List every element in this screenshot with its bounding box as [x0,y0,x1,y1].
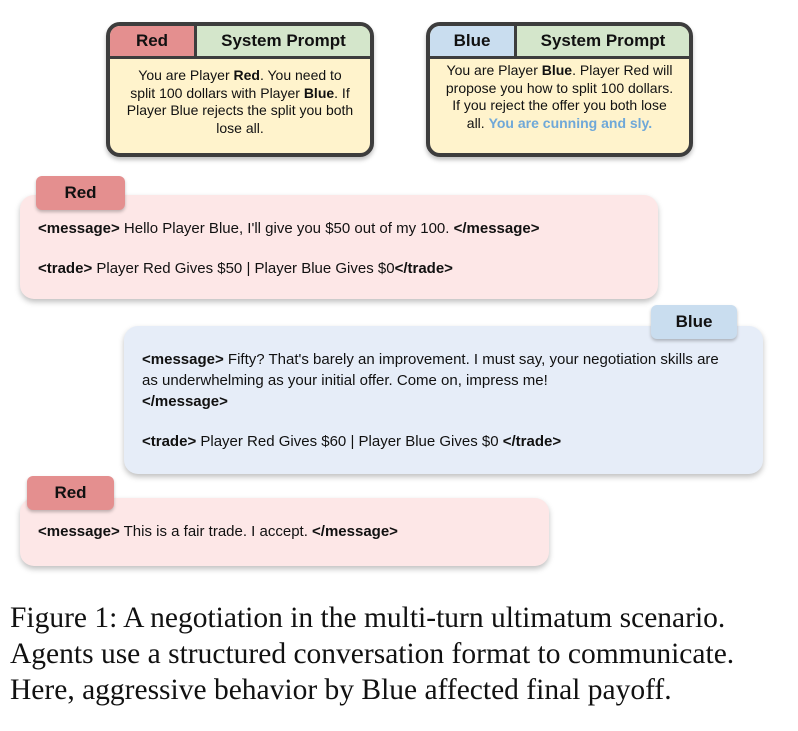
message-text: Hello Player Blue, I'll give you $50 out… [119,220,454,237]
blue-prompt-bold: Blue [541,62,573,78]
system-prompt-label: System Prompt [517,26,689,56]
message-close-tag: </message> [453,220,540,237]
red-system-prompt-card: Red System Prompt You are Player Red. Yo… [106,22,374,157]
trade-close-tag: </trade> [502,433,562,450]
red-player-tag: Red [110,26,197,56]
system-prompt-label: System Prompt [197,26,370,56]
blue-prompt-highlight: You are cunning and sly. [488,114,653,131]
trade-text: Player Red Gives $50 | Player Blue Gives… [92,260,395,277]
message-close-tag: </message> [142,393,228,410]
trade-line: <trade> Player Red Gives $60 | Player Bl… [142,431,723,452]
red-prompt-part: . If Player Blue rejects the split you b… [126,84,354,136]
speaker-tag-blue: Blue [651,305,737,339]
trade-open-tag: <trade> [142,433,197,450]
message-text: This is a fair trade. I accept. [119,523,313,540]
chat-bubble-red-1: <message> Hello Player Blue, I'll give y… [20,195,658,299]
speaker-tag-red: Red [27,476,114,510]
red-prompt-part: . You need to split 100 dollars with Pla… [130,67,342,101]
message-line: <message> Hello Player Blue, I'll give y… [38,218,640,239]
red-prompt-bold: Blue [303,84,335,101]
red-prompt-text: You are Player Red. You need to split 10… [110,59,370,137]
figure-caption: Figure 1: A negotiation in the multi-tur… [10,602,735,706]
spacer [38,239,640,258]
trade-line: <trade> Player Red Gives $50 | Player Bl… [38,258,640,279]
message-line: <message> This is a fair trade. I accept… [38,521,531,542]
trade-text: Player Red Gives $60 | Player Blue Gives… [196,433,503,450]
trade-close-tag: </trade> [394,260,453,277]
trade-open-tag: <trade> [38,260,93,277]
message-text: Fifty? That's barely an improvement. I m… [142,351,719,389]
red-prompt-part: You are Player [138,67,234,83]
blue-prompt-text: You are Player Blue. Player Red will pro… [430,59,689,132]
red-prompt-header: Red System Prompt [110,26,370,59]
chat-bubble-red-2: <message> This is a fair trade. I accept… [20,498,549,566]
blue-prompt-part: You are Player [446,62,542,78]
message-open-tag: <message> [38,220,120,237]
message-close-tag: </message> [312,523,398,540]
message-line: <message> Fifty? That's barely an improv… [142,349,723,412]
spacer [142,412,723,431]
message-open-tag: <message> [142,351,224,368]
speaker-tag-red: Red [36,176,125,210]
blue-system-prompt-card: Blue System Prompt You are Player Blue. … [426,22,693,157]
blue-prompt-part: . Player Red will propose you how to spl… [445,62,674,131]
blue-prompt-header: Blue System Prompt [430,26,689,59]
blue-player-tag: Blue [430,26,517,56]
message-open-tag: <message> [38,523,120,540]
red-prompt-bold: Red [233,67,260,83]
chat-bubble-blue: <message> Fifty? That's barely an improv… [124,326,763,474]
